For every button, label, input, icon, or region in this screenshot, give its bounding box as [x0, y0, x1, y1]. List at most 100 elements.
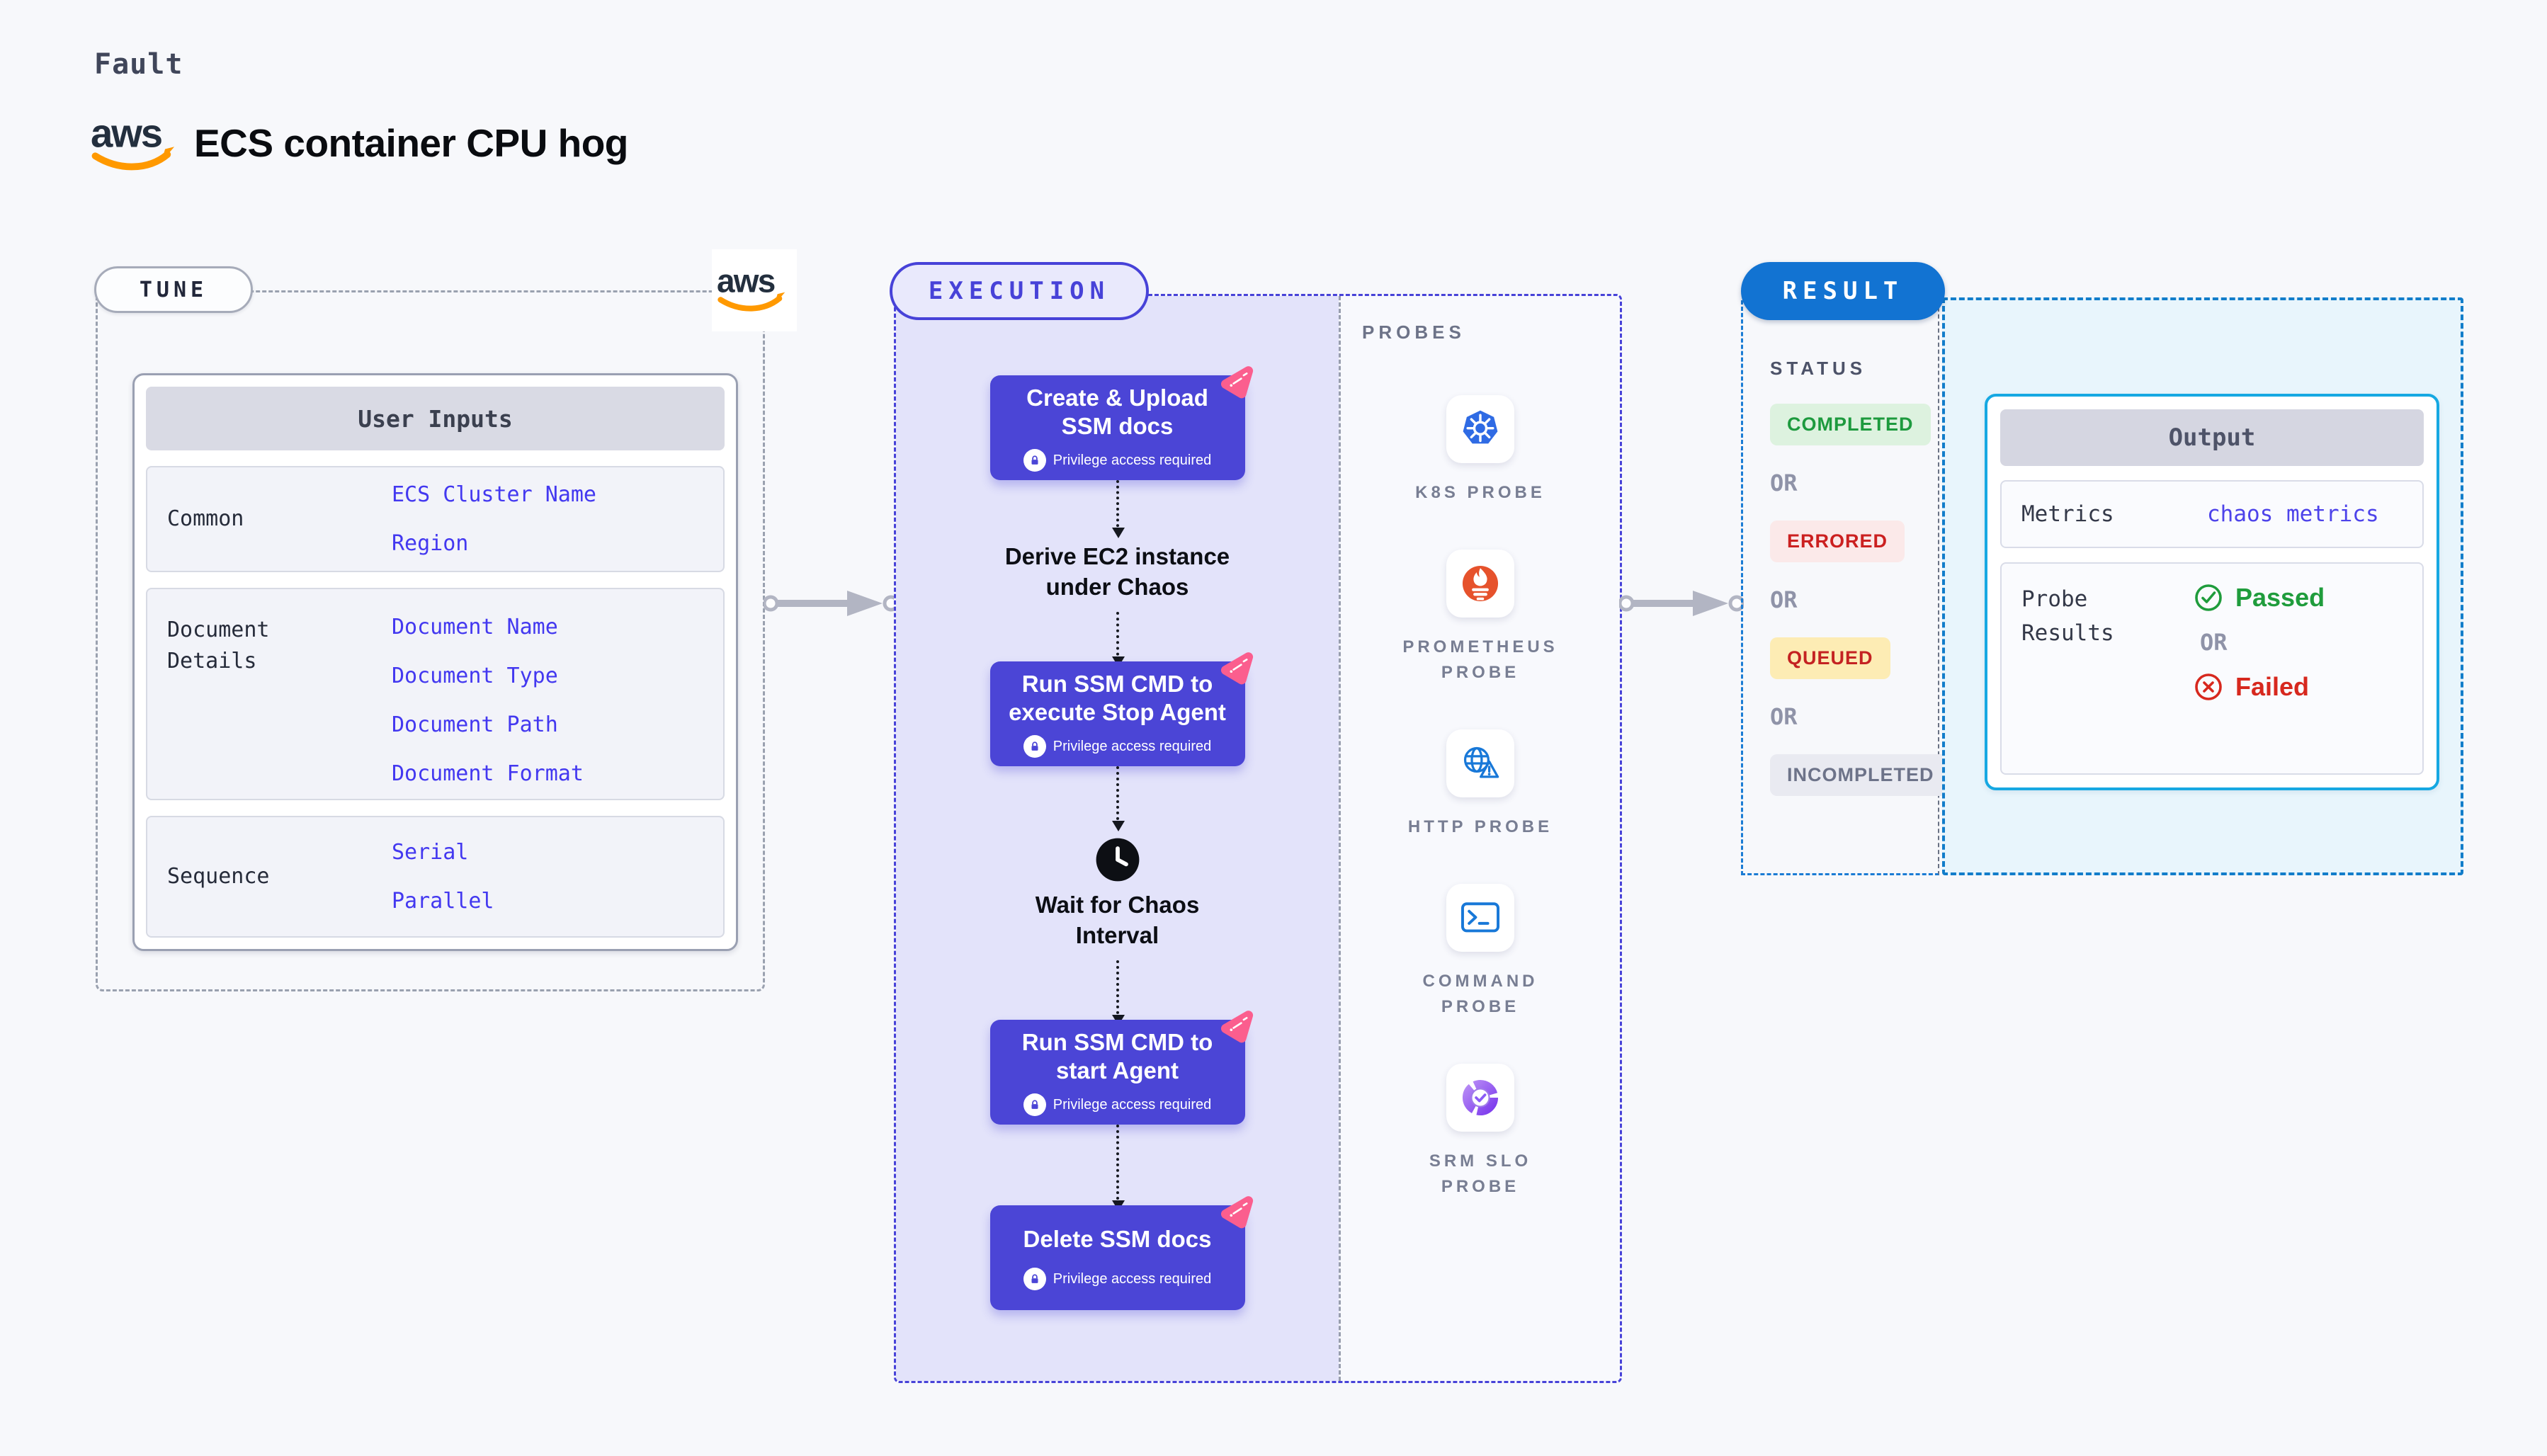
status-column: STATUS COMPLETED OR ERRORED OR QUEUED OR… — [1770, 358, 1951, 796]
chaos-badge-icon — [1220, 652, 1253, 685]
probes-list: K8S PROBE PROMETHEUS — [1341, 395, 1620, 1200]
probe-results-row: Probe Results Passed OR Failed — [2000, 562, 2424, 775]
execution-to-result-arrow-icon — [1619, 591, 1744, 616]
output-card: Output Metrics chaos metrics Probe Resul… — [1985, 394, 2439, 790]
step-title: Run SSM CMD to execute Stop Agent — [1009, 670, 1226, 725]
row-label: Document Details — [167, 618, 270, 673]
flow-connector-arrow — [1111, 1125, 1125, 1211]
privilege-note: Privilege access required — [1023, 735, 1211, 758]
step-wait-for-chaos-interval: Wait for Chaos Interval — [1035, 892, 1200, 948]
aws-logo: aws — [91, 110, 175, 171]
probe-label: SRM SLO PROBE — [1429, 1151, 1532, 1196]
aws-logo-text: aws — [91, 110, 162, 155]
input-value: Document Type — [392, 664, 558, 688]
row-label: Sequence — [167, 864, 270, 889]
user-inputs-header: User Inputs — [146, 387, 725, 450]
terminal-icon — [1446, 884, 1514, 952]
result-output-box: Output Metrics chaos metrics Probe Resul… — [1942, 297, 2463, 875]
lock-icon — [1023, 735, 1046, 758]
or-separator: OR — [2200, 629, 2228, 656]
probes-panel: PROBES — [1339, 296, 1620, 1381]
tune-section-pill: TUNE — [94, 266, 253, 313]
chaos-badge-icon — [1220, 366, 1253, 399]
result-status-box: STATUS COMPLETED OR ERRORED OR QUEUED OR… — [1741, 300, 1951, 875]
probe-http: HTTP PROBE — [1408, 729, 1553, 840]
status-badge-queued: QUEUED — [1770, 637, 1890, 679]
probe-k8s: K8S PROBE — [1415, 395, 1545, 506]
flow-connector-arrow — [1111, 612, 1125, 667]
output-header: Output — [2000, 409, 2424, 466]
privilege-note: Privilege access required — [1023, 1268, 1211, 1291]
input-value: Document Path — [392, 712, 558, 737]
metrics-value: chaos metrics — [2207, 501, 2379, 527]
svg-text:aws: aws — [717, 263, 775, 300]
input-value: Region — [392, 531, 469, 556]
metrics-label: Metrics — [2021, 501, 2114, 527]
page-title: ECS container CPU hog — [194, 121, 628, 165]
status-title: STATUS — [1770, 358, 1867, 379]
step-delete-ssm-docs: Delete SSM docs Privilege access require… — [989, 1196, 1253, 1310]
execution-section-box: Create & Upload SSM docs Privilege acces… — [894, 294, 1622, 1383]
step-title: Delete SSM docs — [1023, 1225, 1212, 1252]
flow-connector-arrow — [1111, 960, 1125, 1025]
row-values: Serial Parallel — [300, 840, 494, 914]
execution-section-pill: EXECUTION — [890, 262, 1149, 320]
step-run-ssm-start-agent: Run SSM CMD to start Agent Privilege acc… — [989, 1011, 1253, 1125]
probe-label: K8S PROBE — [1415, 483, 1545, 502]
input-value: Document Format — [392, 761, 584, 786]
user-input-row-document-details: Document Details Document Name Document … — [146, 588, 725, 800]
user-input-row-common: Common ECS Cluster Name Region — [146, 466, 725, 572]
tune-section-box — [96, 290, 765, 991]
probe-label: COMMAND PROBE — [1422, 972, 1538, 1016]
probe-results-label: Probe Results — [2021, 586, 2114, 647]
step-create-upload-ssm-docs: Create & Upload SSM docs Privilege acces… — [989, 366, 1253, 480]
aws-smile-icon — [91, 151, 171, 171]
execution-flow-panel: Create & Upload SSM docs Privilege acces… — [896, 296, 1339, 1381]
row-label: Common — [167, 506, 244, 532]
step-derive-ec2-instance: Derive EC2 instance under Chaos — [1004, 543, 1230, 600]
aws-logo-badge: aws — [712, 249, 797, 331]
step-run-ssm-stop-agent: Run SSM CMD to execute Stop Agent Privil… — [989, 652, 1253, 766]
user-input-row-sequence: Sequence Serial Parallel — [146, 816, 725, 938]
status-badge-errored: ERRORED — [1770, 521, 1905, 562]
input-value: ECS Cluster Name — [392, 482, 596, 507]
probe-srm-slo: SRM SLO PROBE — [1429, 1064, 1531, 1200]
step-title: Create & Upload SSM docs — [1026, 384, 1208, 439]
flow-connector-arrow — [1111, 480, 1125, 538]
step-title: Run SSM CMD to start Agent — [1021, 1028, 1213, 1084]
passed-label: Passed — [2235, 583, 2325, 612]
probe-command: COMMAND PROBE — [1423, 884, 1538, 1020]
kubernetes-icon — [1446, 395, 1514, 463]
x-circle-icon — [2195, 673, 2222, 700]
probe-label: HTTP PROBE — [1407, 817, 1553, 836]
clock-icon — [1095, 837, 1140, 882]
slo-gauge-icon — [1446, 1064, 1514, 1132]
failed-line: Failed — [2193, 671, 2309, 703]
http-globe-icon — [1446, 729, 1514, 797]
input-value: Document Name — [392, 615, 558, 639]
privilege-note: Privilege access required — [1023, 1093, 1211, 1117]
passed-line: Passed — [2193, 582, 2325, 613]
lock-icon — [1023, 1268, 1046, 1291]
or-separator: OR — [1770, 703, 1798, 730]
status-badge-completed: COMPLETED — [1770, 404, 1931, 445]
user-inputs-card: User Inputs Common ECS Cluster Name Regi… — [132, 373, 738, 951]
metrics-row: Metrics chaos metrics — [2000, 480, 2424, 548]
input-value: Parallel — [392, 889, 494, 914]
status-badge-incompleted: INCOMPLETED — [1770, 754, 1951, 796]
probes-title: PROBES — [1362, 322, 1465, 343]
input-value: Serial — [392, 840, 469, 865]
lock-icon — [1023, 1093, 1046, 1117]
probe-prometheus: PROMETHEUS PROBE — [1402, 550, 1558, 686]
chaos-badge-icon — [1220, 1196, 1253, 1229]
result-section-pill: RESULT — [1741, 262, 1945, 320]
row-values: ECS Cluster Name Region — [300, 482, 596, 556]
or-separator: OR — [1770, 586, 1798, 613]
aws-icon: aws — [717, 263, 785, 312]
probe-results-values: Passed OR Failed — [2193, 564, 2325, 703]
fault-eyebrow: Fault — [94, 48, 183, 81]
probe-label: PROMETHEUS PROBE — [1402, 637, 1558, 682]
chaos-badge-icon — [1220, 1011, 1253, 1043]
failed-label: Failed — [2235, 672, 2310, 701]
